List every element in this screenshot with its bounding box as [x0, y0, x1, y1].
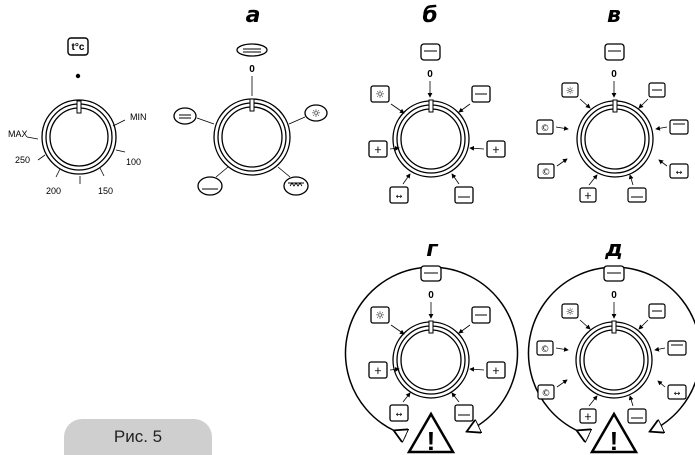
fan-icon [579, 187, 597, 203]
grill-icon [667, 340, 687, 356]
svg-text:0: 0 [428, 290, 434, 301]
label-max: MAX [8, 129, 28, 139]
letter-a: а [246, 3, 261, 28]
letter-g: г [426, 237, 439, 262]
svg-text:©: © [541, 124, 550, 134]
defrost-icon [536, 119, 554, 135]
zero-mark: 0 [249, 64, 255, 75]
knob-a: а 0 ☼ [173, 3, 328, 196]
indicator-dot [75, 73, 81, 79]
svg-text:☼: ☼ [311, 107, 321, 120]
svg-text:©: © [541, 345, 550, 355]
svg-text:ⵜ: ⵜ [585, 413, 592, 423]
svg-text:ⵜ: ⵜ [375, 367, 382, 377]
warning-mark: ! [610, 426, 619, 455]
convection-icon [389, 186, 409, 204]
defrost-icon [536, 340, 554, 356]
letter-b: б [422, 3, 437, 28]
svg-text:0: 0 [611, 69, 617, 80]
convection-icon [669, 163, 689, 179]
lower-heat-icon [454, 404, 474, 422]
svg-text:ⵜ: ⵜ [585, 192, 592, 202]
lower-heat-icon [454, 186, 474, 204]
caption-text: Рис. 5 [113, 427, 163, 446]
fan-ring-icon [537, 163, 555, 179]
svg-text:0: 0 [611, 290, 617, 301]
svg-text:ⵜ: ⵜ [493, 146, 500, 156]
off-icon [604, 43, 625, 61]
thermostat-knob: t°c MAX MIN 250 100 200 150 [8, 37, 147, 196]
svg-text:☼: ☼ [566, 307, 575, 318]
label-150: 150 [98, 186, 113, 196]
off-icon [236, 43, 268, 57]
knob-v: в 0 ☼ © © ↔ ⵜ [536, 3, 689, 203]
knob-d: д 0 ☼ © © ↔ ⵜ ! [527, 237, 695, 455]
label-100: 100 [126, 157, 141, 167]
warning-icon [589, 411, 639, 454]
grill-icon [283, 176, 309, 196]
knob-b: б 0 ☼ ⵜ ⵜ ↔ [368, 3, 506, 204]
svg-text:ⵜ: ⵜ [493, 367, 500, 377]
svg-text:↔: ↔ [676, 168, 683, 177]
svg-text:©: © [542, 168, 551, 178]
convection-icon [667, 384, 687, 400]
thermometer-icon [67, 37, 89, 56]
fan-icon [486, 140, 506, 158]
fan-ring-icon [537, 384, 555, 400]
label-250: 250 [15, 155, 30, 165]
figure-caption: Рис. 5 [64, 419, 212, 455]
svg-text:☼: ☼ [566, 86, 575, 97]
svg-text:☼: ☼ [375, 88, 385, 101]
svg-text:ⵜ: ⵜ [375, 146, 382, 156]
svg-text:☼: ☼ [375, 309, 385, 322]
lamp-icon [370, 306, 390, 324]
off-icon [420, 43, 441, 61]
svg-text:0: 0 [427, 69, 433, 80]
letter-d: д [604, 237, 623, 262]
fan-grill-icon [368, 361, 388, 379]
svg-text:©: © [542, 389, 551, 399]
fan-icon [486, 361, 506, 379]
svg-text:↔: ↔ [674, 389, 681, 398]
warning-icon [406, 411, 456, 454]
knob-g: г 0 ☼ ⵜ ⵜ ↔ ! [344, 237, 519, 455]
label-200: 200 [46, 186, 61, 196]
svg-text:↔: ↔ [396, 192, 403, 201]
knob-inner [49, 107, 109, 167]
fan-grill-icon [368, 140, 388, 158]
convection-icon [389, 404, 409, 422]
lower-heat-icon [627, 187, 647, 203]
label-min: MIN [130, 112, 147, 122]
bottom-heat-icon [197, 176, 223, 196]
fan-icon [579, 408, 597, 424]
lower-heat-icon [627, 408, 647, 424]
svg-text:↔: ↔ [396, 410, 403, 419]
letter-v: в [607, 3, 621, 28]
lower-heat-icon [173, 107, 197, 125]
lamp-icon [304, 104, 328, 122]
warning-mark: ! [427, 426, 436, 455]
lamp-icon [561, 303, 579, 319]
grill-icon [669, 119, 689, 135]
lamp-icon [370, 85, 390, 103]
lamp-icon [561, 82, 579, 98]
temp-symbol: t°c [72, 42, 85, 53]
